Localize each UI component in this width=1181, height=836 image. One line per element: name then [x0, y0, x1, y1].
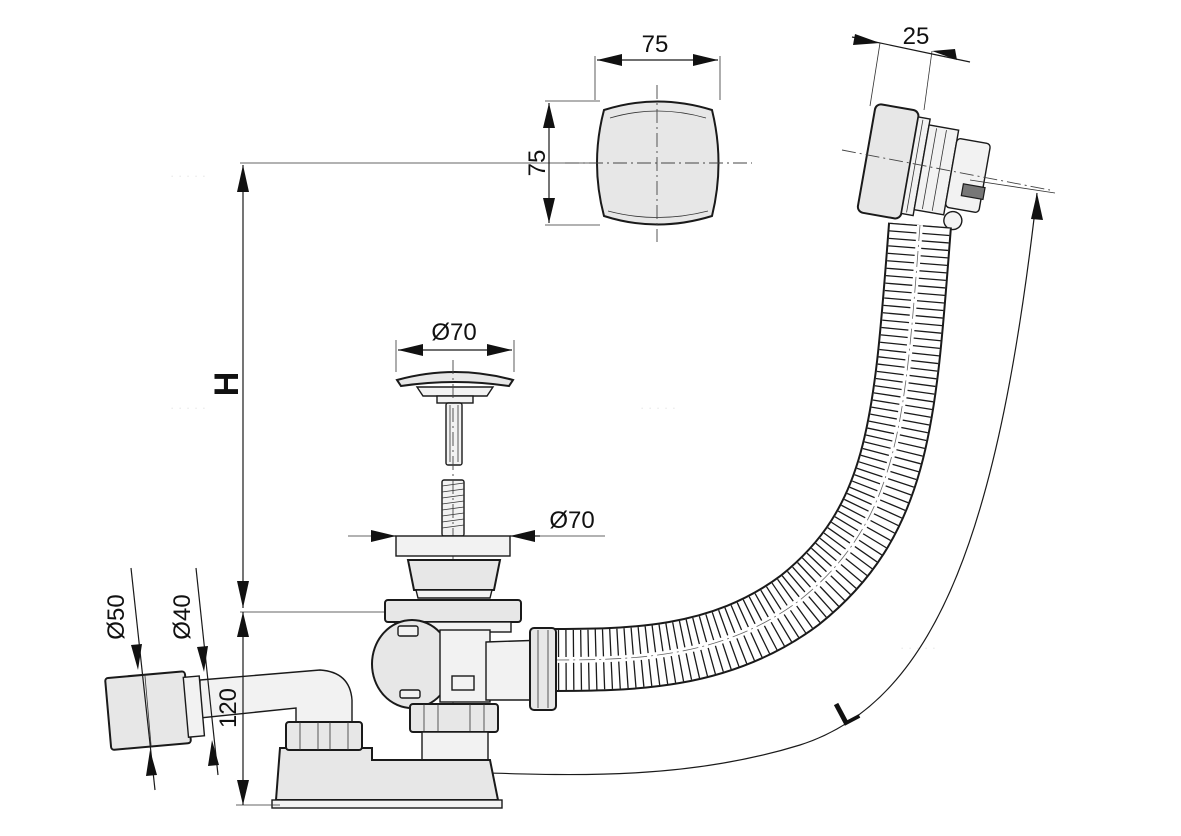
outlet-outer-diameter-label: Ø50 [103, 594, 130, 639]
overflow-depth-label: 25 [903, 23, 930, 50]
outlet-dimensions: Ø50 Ø40 120 [103, 567, 280, 806]
height-label: H [208, 372, 246, 397]
handle-width-label: 75 [642, 31, 669, 58]
plug-assembly: Ø70 [395, 319, 515, 790]
overflow-head-side: 25 [841, 23, 1051, 231]
overflow-handle-front: 75 75 [524, 31, 752, 242]
outlet-inner-diameter-label: Ø40 [169, 594, 196, 639]
plug-diameter-label: Ø70 [431, 319, 476, 346]
handle-height-label: 75 [524, 150, 551, 177]
waste-body [271, 599, 557, 809]
height-dimension: H [208, 162, 650, 613]
outlet-pipe [104, 669, 363, 751]
waste-diameter-label: Ø70 [549, 507, 594, 534]
length-label: L [829, 691, 865, 734]
svg-text:· · · · ·: · · · · · [640, 400, 676, 415]
outlet-height-label: 120 [215, 688, 242, 728]
flexible-hose [544, 222, 952, 692]
svg-text:· · · · ·: · · · · · [170, 168, 206, 183]
svg-text:· · · · ·: · · · · · [170, 400, 206, 415]
watermark-marks: · · · · · · · · · · · · · · · · · · · · [170, 168, 936, 655]
svg-text:· · · · ·: · · · · · [900, 640, 936, 655]
waste-flange: Ø70 [348, 507, 605, 599]
